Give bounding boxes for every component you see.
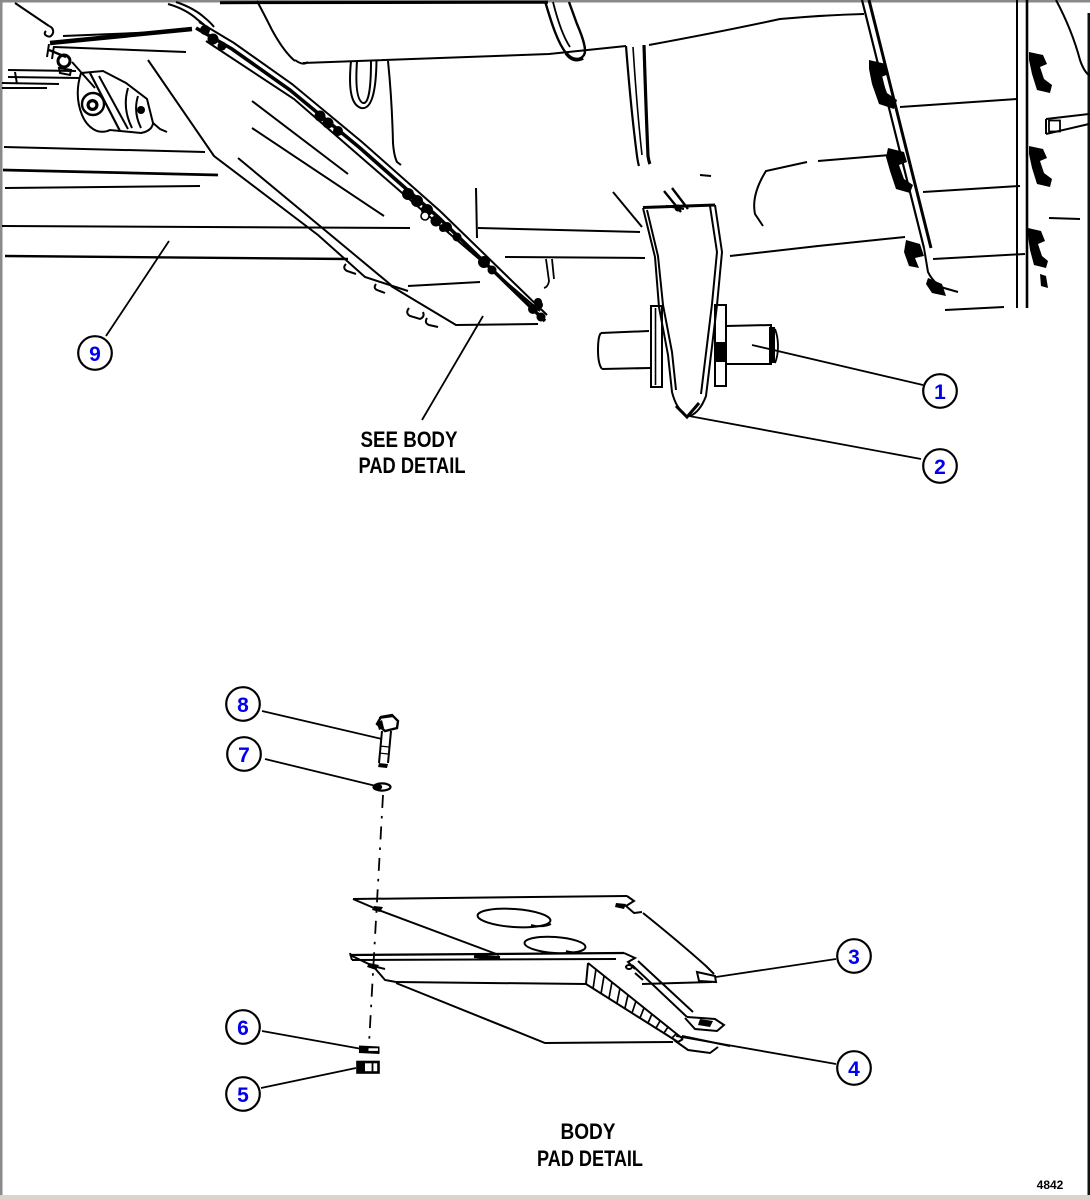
svg-text:1: 1 bbox=[934, 381, 946, 404]
svg-text:BODY: BODY bbox=[561, 1119, 616, 1144]
svg-text:6: 6 bbox=[237, 1017, 249, 1040]
svg-text:8: 8 bbox=[237, 694, 249, 717]
svg-text:2: 2 bbox=[934, 456, 946, 479]
svg-text:5: 5 bbox=[237, 1084, 249, 1107]
svg-text:3: 3 bbox=[848, 946, 860, 969]
svg-text:7: 7 bbox=[238, 744, 250, 767]
svg-text:PAD DETAIL: PAD DETAIL bbox=[537, 1146, 643, 1171]
svg-text:PAD DETAIL: PAD DETAIL bbox=[359, 453, 466, 478]
svg-text:9: 9 bbox=[89, 343, 101, 366]
svg-text:SEE BODY: SEE BODY bbox=[361, 427, 458, 452]
svg-text:4842: 4842 bbox=[1037, 1178, 1064, 1192]
svg-text:4: 4 bbox=[848, 1058, 860, 1081]
